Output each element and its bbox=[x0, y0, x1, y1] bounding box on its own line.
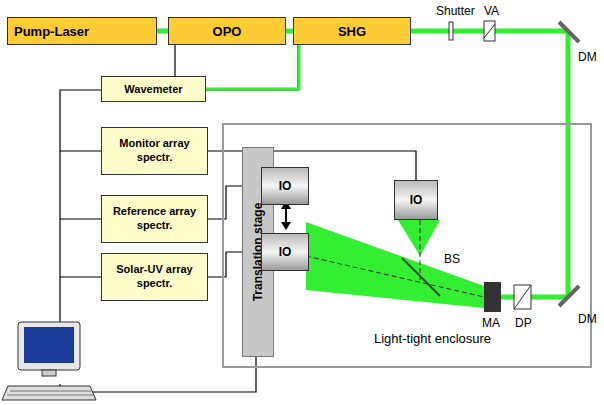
node-text: Wavemeter bbox=[124, 83, 182, 95]
optical-axis bbox=[420, 220, 421, 280]
translation-stage: Translation stageIOIO bbox=[242, 147, 274, 357]
shutter bbox=[449, 22, 453, 40]
laser-beam bbox=[566, 31, 571, 297]
node-text: Light-tight enclosure bbox=[374, 331, 491, 346]
input-optic: IO bbox=[261, 233, 309, 271]
part-label: DP bbox=[515, 316, 532, 330]
part-label: MA bbox=[482, 316, 500, 330]
translation-arrow bbox=[281, 201, 291, 230]
input-optic: IO bbox=[261, 167, 309, 205]
input-optic: IO bbox=[394, 180, 438, 220]
mask-aperture bbox=[484, 282, 501, 312]
instrument-box: Wavemeter bbox=[101, 76, 206, 102]
variable-attenuator bbox=[484, 21, 495, 41]
part-label: Shutter bbox=[436, 4, 475, 18]
node-text: Solar-UV array spectr. bbox=[105, 263, 204, 291]
part-label: DM bbox=[578, 312, 597, 326]
node-text: SHG bbox=[338, 24, 366, 39]
node-text: OPO bbox=[213, 24, 242, 39]
part-label: DM bbox=[578, 50, 597, 64]
node-text: IO bbox=[279, 245, 292, 259]
spectrometer-box: Reference array spectr. bbox=[101, 195, 208, 243]
depolarizer bbox=[514, 285, 531, 309]
node-text: Pump-Laser bbox=[14, 24, 89, 39]
dichroic-mirror bbox=[559, 286, 579, 306]
spectrometer-box: Solar-UV array spectr. bbox=[101, 253, 208, 301]
beam-splitter bbox=[402, 258, 440, 296]
node-text: IO bbox=[279, 179, 292, 193]
beam-connector bbox=[286, 31, 293, 32]
shg-box: SHG bbox=[293, 17, 411, 45]
light-cone bbox=[306, 222, 484, 308]
depolarizer bbox=[514, 285, 531, 309]
node-text: IO bbox=[410, 193, 423, 207]
enclosure: Light-tight enclosure Translation stageIO… bbox=[222, 123, 592, 368]
laser-box: Pump-Laser bbox=[7, 17, 157, 45]
variable-attenuator bbox=[484, 24, 495, 38]
fiber-connector bbox=[208, 151, 416, 180]
part-label: BS bbox=[444, 252, 460, 266]
beam-connector bbox=[206, 45, 299, 89]
opo-box: OPO bbox=[168, 17, 286, 45]
part-label: VA bbox=[484, 4, 499, 18]
laser-beam bbox=[500, 295, 568, 300]
spectrometer-box: Monitor array spectr. bbox=[101, 127, 208, 175]
light-cone bbox=[398, 220, 440, 256]
beam-connector bbox=[157, 31, 168, 32]
computer-icon bbox=[2, 322, 96, 400]
node-text: Monitor array spectr. bbox=[105, 137, 204, 165]
control-wires bbox=[60, 45, 298, 392]
node-text: Reference array spectr. bbox=[105, 205, 204, 233]
dichroic-mirror bbox=[559, 22, 579, 42]
